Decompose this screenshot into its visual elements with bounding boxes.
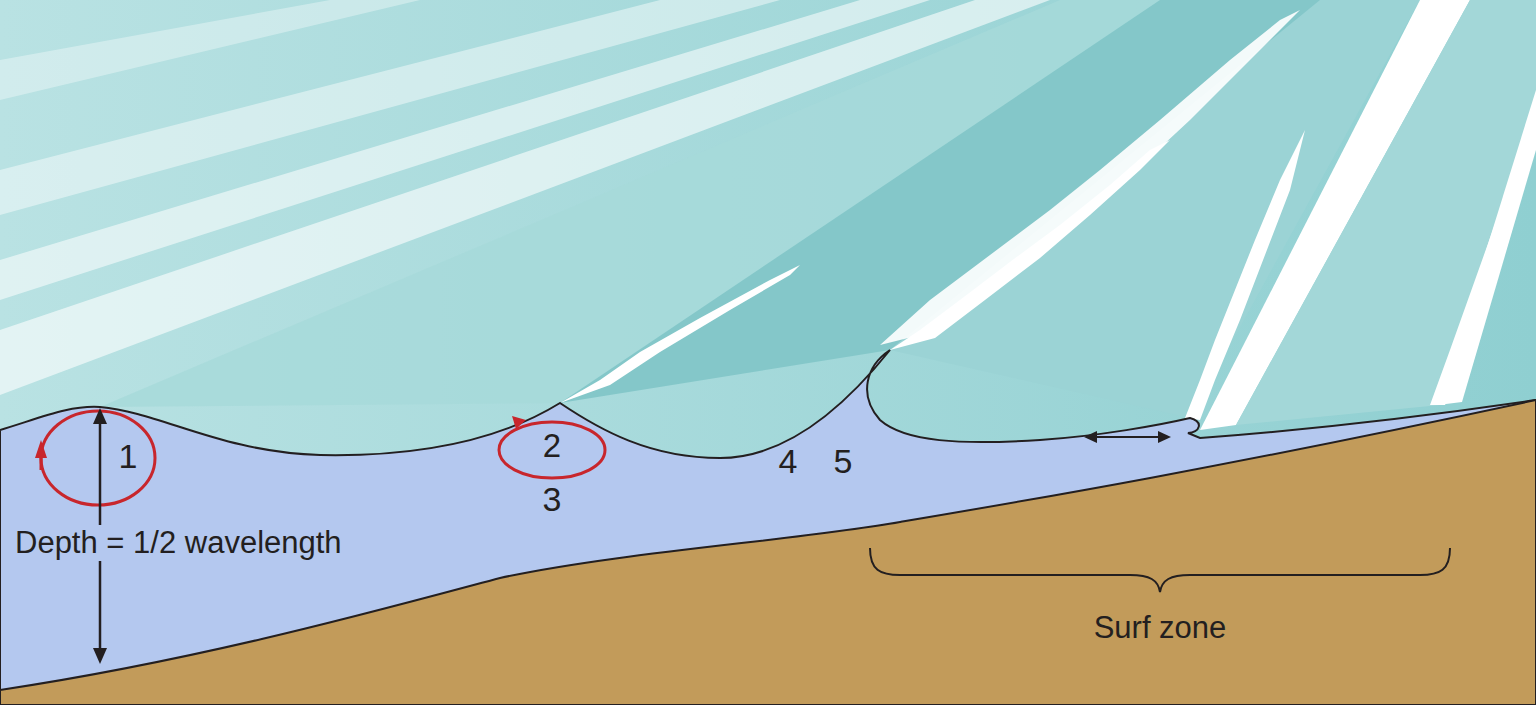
- callout-number: 3: [543, 481, 562, 518]
- orbit-ellipse: [499, 422, 605, 478]
- sea-floor: [0, 400, 1536, 705]
- wave-faces: [0, 0, 1536, 460]
- orbit-circle: [41, 411, 155, 505]
- swash-arrow: [1095, 436, 1160, 438]
- callout-number: 2: [543, 428, 561, 464]
- arrowhead: [93, 408, 107, 424]
- foam: [1185, 130, 1305, 420]
- water-body: [0, 350, 1536, 705]
- orbit-arrow: [40, 456, 43, 470]
- foam: [560, 265, 800, 403]
- zone-label: Surf zone: [1094, 611, 1227, 645]
- orbit-arrowhead: [35, 440, 47, 458]
- arrowhead: [93, 648, 107, 664]
- callout-number: 5: [834, 443, 853, 480]
- orbit-arrowhead: [512, 416, 526, 429]
- surf-zone-bracket: [870, 548, 1450, 592]
- foam: [1430, 160, 1520, 405]
- depth-label: Depth = 1/2 wavelength: [12, 525, 345, 561]
- light-band: [0, 0, 420, 100]
- arrowhead: [1158, 431, 1171, 443]
- callout-number: 1: [119, 438, 138, 475]
- callout-number: 4: [779, 443, 798, 480]
- arrowhead: [1084, 431, 1097, 443]
